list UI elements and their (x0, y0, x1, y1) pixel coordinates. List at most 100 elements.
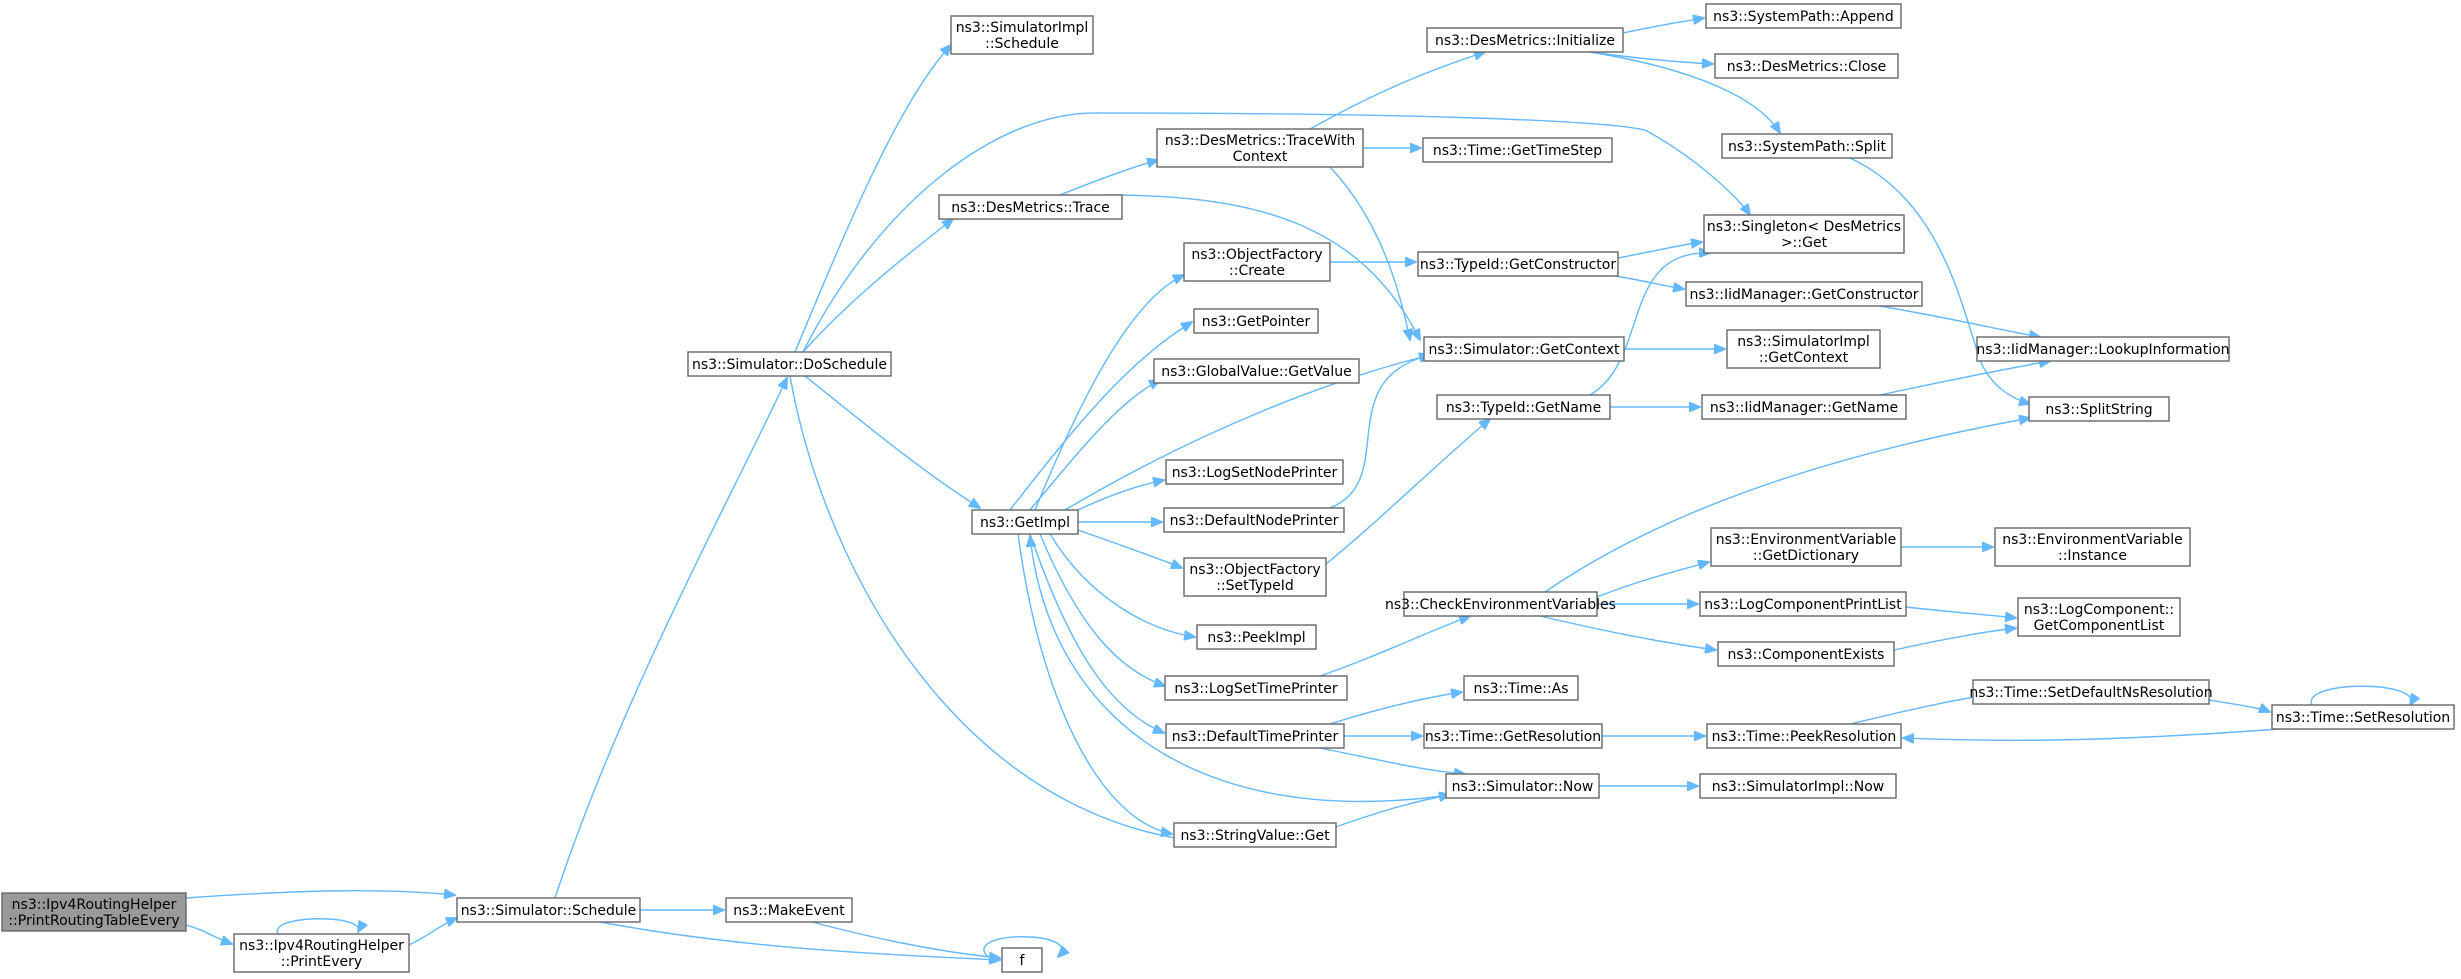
node-label: ns3::PeekImpl (1207, 630, 1305, 646)
node-tgr[interactable]: ns3::Time::GetResolution (1423, 723, 1603, 749)
node-evi[interactable]: ns3::EnvironmentVariable::Instance (1994, 527, 2191, 567)
node-label: ns3::DesMetrics::TraceWith (1165, 133, 1355, 149)
node-ta[interactable]: ns3::Time::As (1463, 675, 1579, 701)
edge-ds-to-dmt (802, 219, 953, 353)
edge-pe-to-pe (276, 918, 358, 935)
edge-lstp-to-cev (1319, 616, 1470, 677)
edge-gi-to-ofst (1077, 529, 1182, 568)
node-spl[interactable]: ns3::SplitString (2028, 396, 2170, 422)
node-label: ::Instance (2058, 548, 2127, 564)
edge-ds-to-sis (794, 45, 951, 353)
node-label: ns3::IidManager::GetName (1710, 400, 1898, 416)
node-label: ns3::SplitString (2045, 402, 2152, 418)
node-igc[interactable]: ns3::IidManager::GetConstructor (1685, 281, 1923, 307)
node-pe[interactable]: ns3::Ipv4RoutingHelper::PrintEvery (233, 933, 410, 973)
node-box (1726, 329, 1881, 369)
node-label: ns3::Simulator::Schedule (461, 903, 637, 919)
node-dnp[interactable]: ns3::DefaultNodePrinter (1163, 507, 1345, 533)
node-label: ns3::Ipv4RoutingHelper (239, 938, 404, 954)
node-dtp[interactable]: ns3::DefaultTimePrinter (1165, 723, 1345, 749)
node-box (1426, 27, 1624, 53)
nodes: ns3::Ipv4RoutingHelper::PrintRoutingTabl… (1, 3, 2455, 973)
node-gvg[interactable]: ns3::GlobalValue::GetValue (1153, 358, 1360, 384)
node-ce[interactable]: ns3::ComponentExists (1717, 641, 1895, 667)
node-label: ns3::Singleton< DesMetrics (1707, 219, 1901, 235)
node-label: ns3::LogComponent:: (2024, 602, 2174, 618)
edge-gi-to-pi (1049, 533, 1195, 637)
edge-ds-to-sn (789, 375, 1450, 845)
node-dmc[interactable]: ns3::DesMetrics::Close (1714, 53, 1899, 79)
node-box (725, 897, 853, 923)
edge-dmi-to-spa (1622, 18, 1704, 34)
node-f[interactable]: f (1001, 947, 1043, 973)
node-tsr[interactable]: ns3::Time::SetResolution (2271, 704, 2455, 730)
node-label: ns3::CheckEnvironmentVariables (1385, 597, 1616, 613)
edge-ds-to-sg (802, 112, 1750, 353)
edge-sps-to-spl (1849, 157, 2030, 404)
node-label: ::SetTypeId (1216, 578, 1294, 594)
node-label: ns3::IidManager::GetConstructor (1689, 287, 1918, 303)
node-tgc[interactable]: ns3::TypeId::GetConstructor (1417, 251, 1619, 277)
edge-gi-to-gp (1009, 322, 1192, 511)
node-label: ns3::LogSetNodePrinter (1172, 465, 1338, 481)
node-box (1705, 3, 1902, 29)
node-pr[interactable]: ns3::Ipv4RoutingHelper::PrintRoutingTabl… (1, 892, 187, 932)
node-label: ns3::Simulator::Now (1452, 779, 1594, 795)
node-tpr[interactable]: ns3::Time::PeekResolution (1706, 723, 1902, 749)
node-svg[interactable]: ns3::StringValue::Get (1173, 822, 1337, 848)
node-sin[interactable]: ns3::SimulatorImpl::Now (1699, 773, 1897, 799)
node-box (1196, 624, 1317, 650)
node-ili[interactable]: ns3::IidManager::LookupInformation (1976, 336, 2230, 362)
node-sps[interactable]: ns3::SystemPath::Split (1721, 133, 1893, 159)
node-sn[interactable]: ns3::Simulator::Now (1445, 773, 1600, 799)
node-lstp[interactable]: ns3::LogSetTimePrinter (1164, 675, 1348, 701)
node-ofst[interactable]: ns3::ObjectFactory::SetTypeId (1183, 557, 1327, 597)
edges (185, 18, 2411, 960)
node-dmi[interactable]: ns3::DesMetrics::Initialize (1426, 27, 1624, 53)
node-sis[interactable]: ns3::SimulatorImpl::Schedule (950, 15, 1094, 55)
node-sgc[interactable]: ns3::Simulator::GetContext (1423, 336, 1625, 362)
node-box (950, 15, 1094, 55)
edge-ign-to-ili (1879, 361, 2050, 396)
node-sigc[interactable]: ns3::SimulatorImpl::GetContext (1726, 329, 1881, 369)
node-ign[interactable]: ns3::IidManager::GetName (1701, 394, 1907, 420)
node-label: Context (1233, 149, 1288, 165)
node-label: ns3::TypeId::GetConstructor (1420, 257, 1616, 273)
edge-tsr-to-tsr (2310, 685, 2411, 705)
node-ofc[interactable]: ns3::ObjectFactory::Create (1183, 242, 1331, 282)
node-box (1994, 527, 2191, 567)
node-pi[interactable]: ns3::PeekImpl (1196, 624, 1317, 650)
node-label: ::Create (1229, 263, 1285, 279)
edge-me-to-f (811, 921, 1000, 958)
node-sg[interactable]: ns3::Singleton< DesMetrics>::Get (1703, 214, 1905, 254)
node-gi[interactable]: ns3::GetImpl (971, 509, 1079, 535)
node-me[interactable]: ns3::MakeEvent (725, 897, 853, 923)
node-ss[interactable]: ns3::Simulator::Schedule (456, 897, 641, 923)
node-lcgl[interactable]: ns3::LogComponent::GetComponentList (2017, 597, 2181, 637)
node-label: ns3::SimulatorImpl (1737, 334, 1870, 350)
node-ds[interactable]: ns3::Simulator::DoSchedule (687, 351, 892, 377)
node-lcpl[interactable]: ns3::LogComponentPrintList (1699, 591, 1907, 617)
node-box (1699, 773, 1897, 799)
node-cev[interactable]: ns3::CheckEnvironmentVariables (1385, 591, 1616, 617)
node-dmt[interactable]: ns3::DesMetrics::Trace (938, 194, 1123, 220)
node-spa[interactable]: ns3::SystemPath::Append (1705, 3, 1902, 29)
node-box (1436, 394, 1611, 420)
node-box (1165, 723, 1345, 749)
node-box (2017, 597, 2181, 637)
node-evgd[interactable]: ns3::EnvironmentVariable::GetDictionary (1710, 527, 1902, 567)
node-tsdn[interactable]: ns3::Time::SetDefaultNsResolution (1969, 679, 2213, 705)
edge-gi-to-lsnp (1077, 480, 1164, 511)
edge-tgc-to-igc (1609, 274, 1684, 289)
edge-ce-to-lcgl (1893, 628, 2016, 651)
node-box (1163, 507, 1345, 533)
node-label: ns3::SimulatorImpl::Now (1712, 779, 1885, 795)
edge-gi-to-ofc (1034, 275, 1184, 511)
node-tgts[interactable]: ns3::Time::GetTimeStep (1422, 137, 1613, 163)
node-tgn[interactable]: ns3::TypeId::GetName (1436, 394, 1611, 420)
node-lsnp[interactable]: ns3::LogSetNodePrinter (1165, 459, 1344, 485)
edge-ss-to-f (599, 921, 1000, 960)
node-label: ns3::ObjectFactory (1191, 247, 1322, 263)
node-gp[interactable]: ns3::GetPointer (1193, 308, 1319, 334)
